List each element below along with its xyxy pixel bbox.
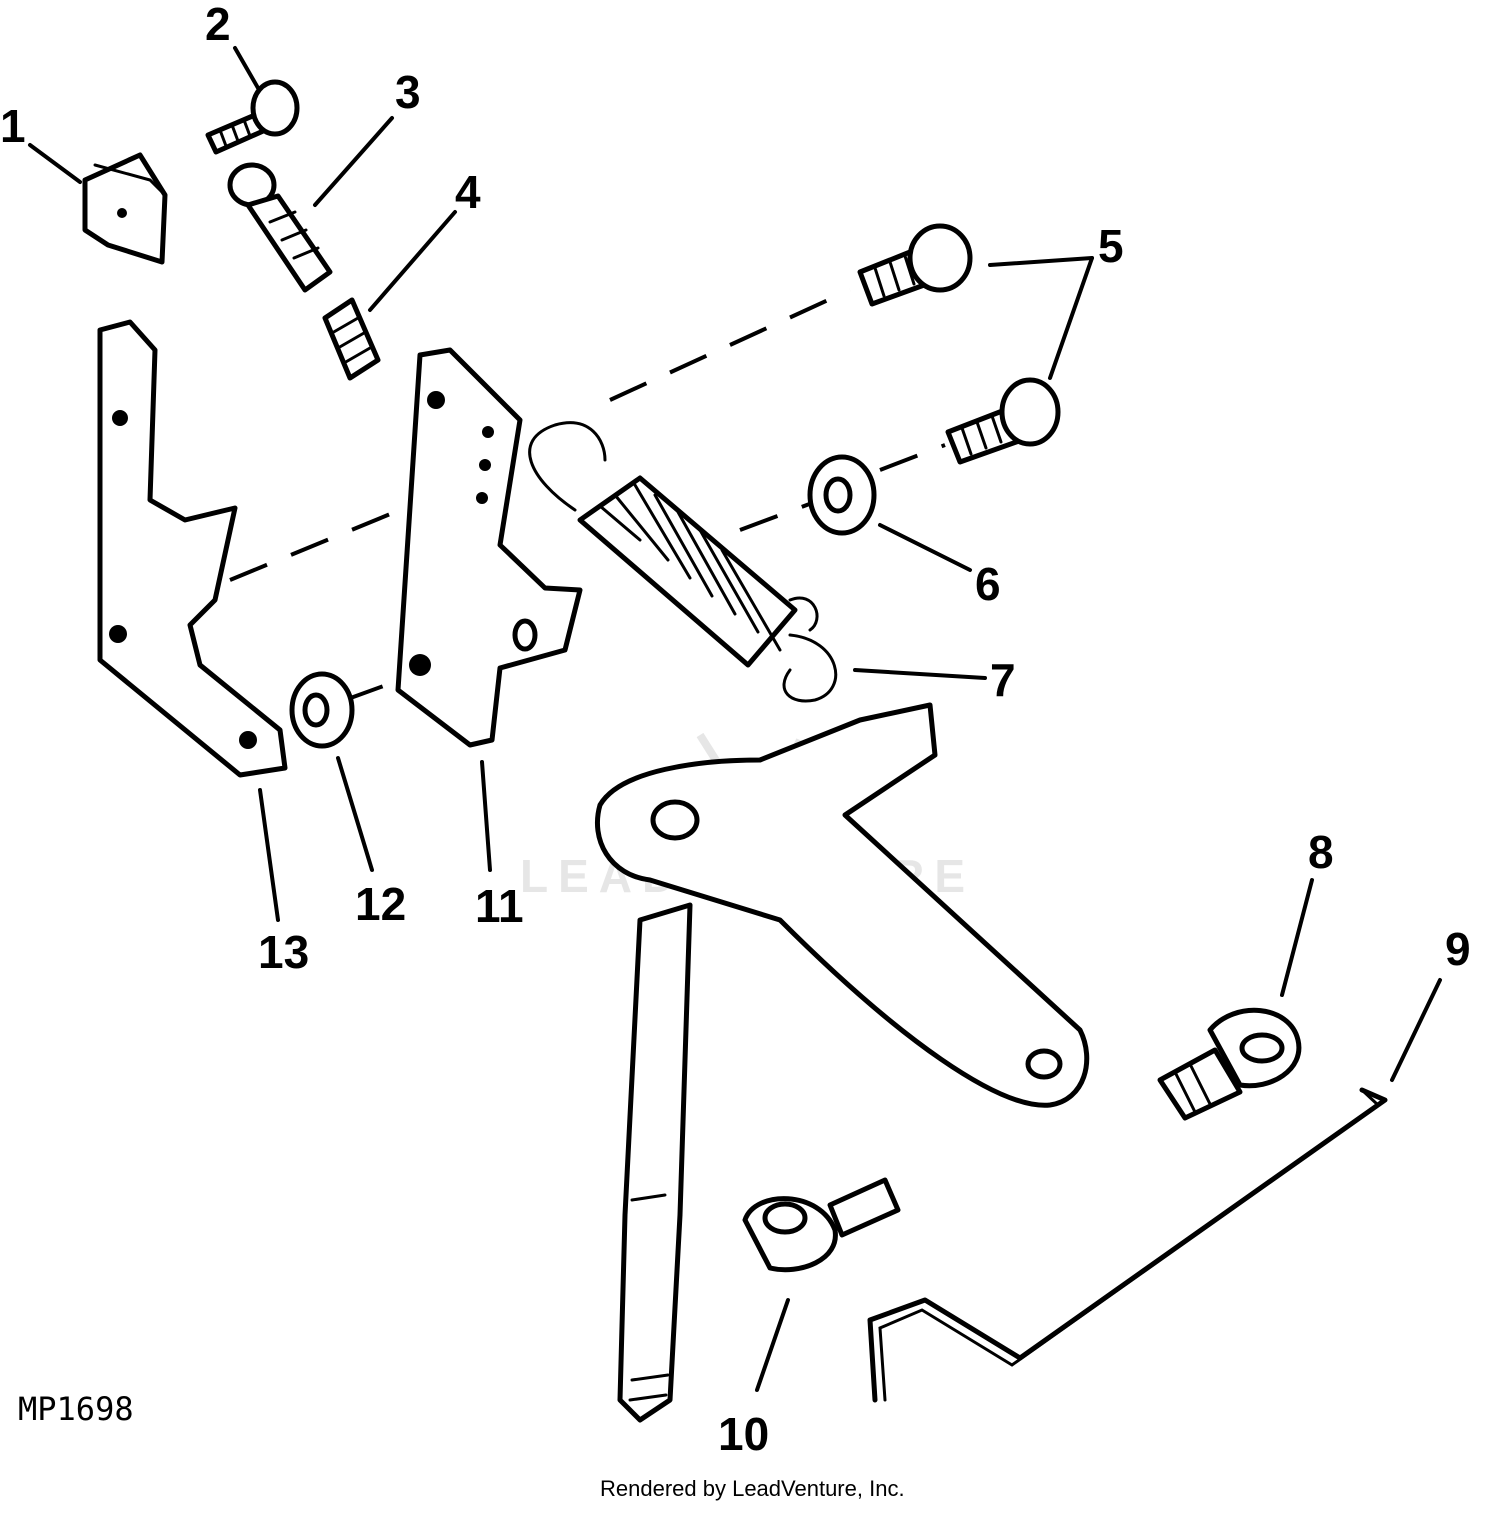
bolt-3-shank — [245, 193, 333, 293]
part-11-bracket — [395, 347, 583, 748]
lever-arm — [594, 702, 1090, 1108]
part-5-bolts — [857, 223, 1061, 465]
bolt-5b-head — [999, 377, 1061, 447]
bracket-11-tab-hole — [512, 618, 538, 652]
callout-5: 5 — [1098, 220, 1124, 272]
set-screw-thread — [330, 316, 372, 365]
leader-10 — [755, 1298, 790, 1392]
spring-hook-inner — [788, 596, 819, 632]
leader-12 — [336, 756, 374, 872]
clip-nut-body — [82, 152, 168, 265]
bolt-2-head — [250, 79, 300, 137]
plate-13-hole-bottom — [239, 731, 257, 749]
assembly-line-12 — [344, 678, 401, 702]
part-4-set-screw — [322, 297, 381, 381]
lever-shaft — [617, 902, 693, 1423]
leader-2 — [233, 46, 260, 90]
callout-1: 1 — [0, 100, 26, 152]
callout-6: 6 — [975, 558, 1001, 610]
swivel-8-thread — [1173, 1062, 1212, 1114]
bracket-11-plate — [395, 347, 583, 748]
leader-1 — [28, 143, 82, 184]
leader-6 — [878, 523, 972, 572]
leader-5a — [988, 256, 1094, 267]
callout-3: 3 — [395, 66, 421, 118]
callout-9: 9 — [1445, 923, 1471, 975]
assembly-lines — [229, 288, 946, 702]
bellcrank-lever — [594, 702, 1090, 1423]
bracket-11-hole-2 — [479, 459, 491, 471]
callouts: 1 2 3 4 5 6 7 8 9 10 11 12 13 — [0, 0, 1471, 1460]
bolt-3-thread — [268, 210, 320, 260]
assembly-line-6 — [739, 498, 821, 532]
bolt-5b-thread — [960, 414, 1003, 456]
swivel-8-hole — [1239, 1032, 1285, 1064]
credit-text: Rendered by LeadVenture, Inc. — [600, 1476, 905, 1501]
plate-13-hole-top — [112, 410, 128, 426]
assembly-line-13-11 — [229, 508, 401, 582]
leader-7 — [853, 668, 987, 680]
bolt-5a-head — [907, 223, 973, 293]
rod-9-body — [867, 1087, 1388, 1403]
bracket-11-hole-top — [427, 391, 445, 409]
part-7-spring — [528, 421, 838, 703]
leader-11 — [480, 760, 492, 872]
part-13-plate — [97, 319, 288, 778]
spring-hook-bottom — [782, 633, 838, 703]
bracket-11-hole-1 — [482, 426, 494, 438]
leader-8 — [1280, 878, 1314, 997]
lever-pivot-hole — [650, 799, 700, 841]
clip-nut-hole — [117, 208, 127, 218]
lever-end-hole — [1025, 1048, 1063, 1080]
assembly-line-5-upper — [609, 288, 851, 402]
part-2-bolt — [205, 79, 300, 155]
leader-5b — [1048, 256, 1094, 380]
callout-12: 12 — [355, 878, 406, 930]
spring-hook-top — [528, 421, 607, 512]
swivel-10-shank — [827, 1177, 901, 1238]
callout-4: 4 — [455, 166, 481, 218]
rod-9-edge — [878, 1088, 1381, 1402]
swivel-10-hole — [762, 1201, 808, 1235]
part-8-swivel — [1157, 1007, 1302, 1121]
part-6-washer — [807, 454, 877, 536]
callout-7: 7 — [990, 654, 1016, 706]
leader-9 — [1390, 978, 1442, 1082]
part-9-rod — [867, 1087, 1388, 1403]
leader-lines — [28, 46, 1442, 1392]
bolt-2-thread — [218, 118, 252, 148]
leader-3 — [313, 116, 394, 207]
clip-nut-edge — [93, 163, 167, 197]
bracket-11-hole-3 — [476, 492, 488, 504]
plate-13-body — [97, 319, 288, 778]
callout-11: 11 — [475, 880, 524, 932]
leader-4 — [368, 210, 457, 312]
callout-2: 2 — [205, 0, 231, 50]
assembly-line-5-lower — [879, 443, 946, 472]
figure-id: MP1698 — [18, 1390, 134, 1428]
plate-13-hole-mid — [109, 625, 127, 643]
bracket-11-hole-bottom — [409, 654, 431, 676]
washer-12-inner — [302, 692, 330, 728]
part-12-washer — [289, 671, 355, 749]
spring-coils — [598, 483, 782, 652]
leader-13 — [258, 788, 280, 922]
callout-8: 8 — [1308, 826, 1334, 878]
part-1-clip-nut — [82, 152, 168, 265]
washer-6-inner — [823, 476, 853, 514]
callout-13: 13 — [258, 926, 309, 978]
lever-shaft-detail — [628, 1193, 670, 1402]
part-10-swivel — [742, 1177, 901, 1273]
part-3-bolt — [227, 162, 333, 293]
callout-10: 10 — [718, 1408, 769, 1460]
